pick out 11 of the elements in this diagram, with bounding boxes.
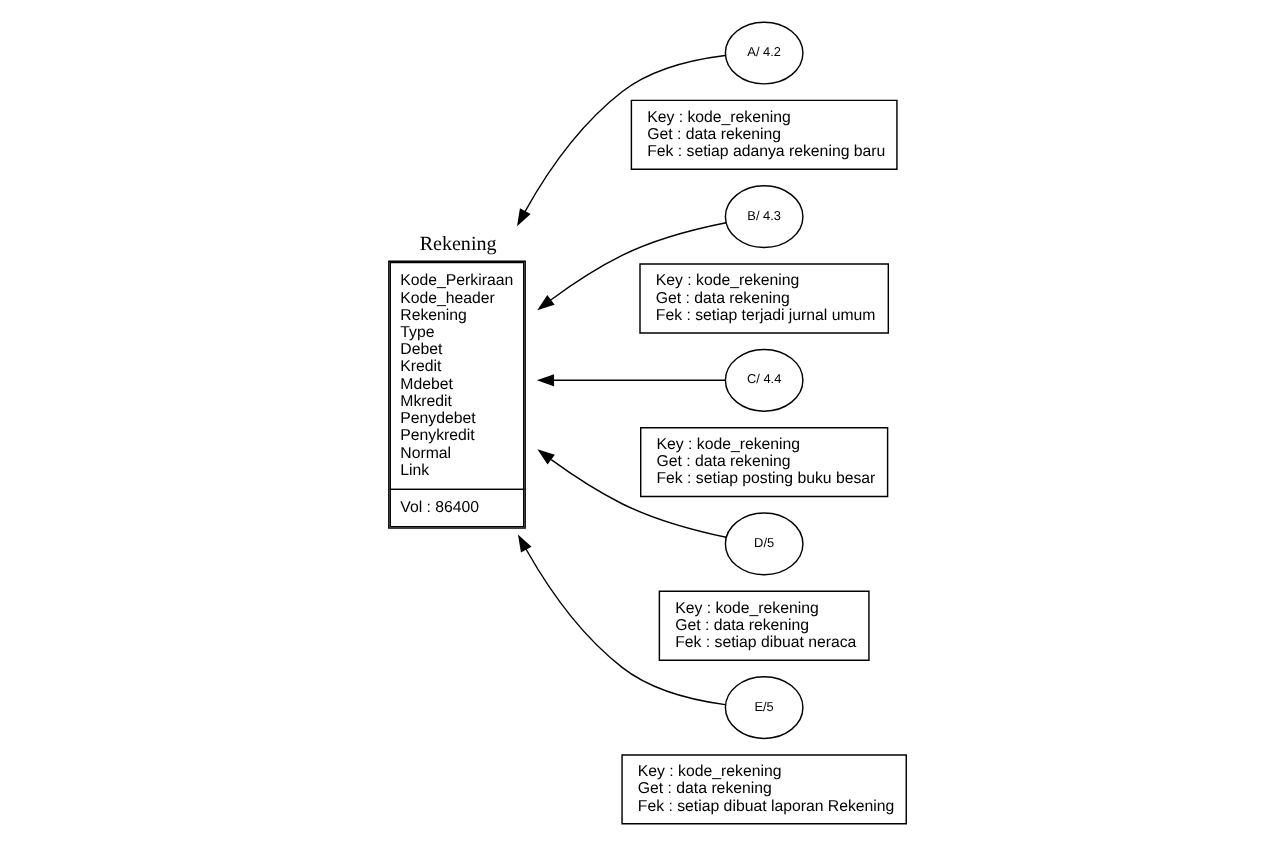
- node-box: Key : kode_rekening Get : data rekening Fek : setiap dibuat neraca: [657, 590, 869, 661]
- arrow: [536, 222, 726, 311]
- node-box: Key : kode_rekening Get : data rekening Fek : setiap dibuat laporan Rekening: [620, 754, 906, 825]
- arrow: [516, 534, 725, 706]
- node-box: Key : kode_rekening Get : data rekening Fek : setiap posting buku besar: [639, 426, 888, 498]
- node-box: Key : kode_rekening Get : data rekening Fek : setiap terjadi jurnal umum: [638, 263, 889, 334]
- arrow: [536, 449, 726, 539]
- arrow: [535, 374, 726, 387]
- node-label: Rekening: [418, 233, 496, 256]
- arrow: [516, 54, 725, 227]
- node-box: Key : kode_rekening Get : data rekening Fek : setiap adanya rekening baru: [629, 99, 897, 170]
